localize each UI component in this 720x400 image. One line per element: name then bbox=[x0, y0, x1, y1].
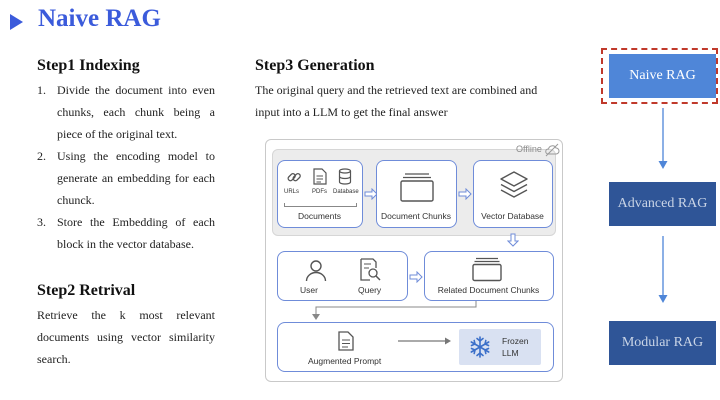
step1-heading: Step1 Indexing bbox=[37, 57, 140, 74]
step1-item-number: 3. bbox=[37, 215, 46, 229]
documents-bracket bbox=[284, 203, 357, 207]
naive-rag-label: Naive RAG bbox=[629, 68, 696, 83]
arrow-right-icon bbox=[409, 271, 423, 283]
arrow-right-icon bbox=[398, 337, 451, 345]
prompt-document-icon bbox=[338, 331, 354, 351]
advanced-rag-box: Advanced RAG bbox=[609, 182, 716, 226]
frozen-llm-label: Frozen LLM bbox=[502, 336, 529, 358]
layers-icon bbox=[500, 171, 528, 198]
step1-item: 1. Divide the document into even chunks, … bbox=[37, 79, 215, 145]
modular-rag-box: Modular RAG bbox=[609, 321, 716, 365]
offline-label: Offline bbox=[516, 144, 542, 154]
rag-diagram: Offline URLs PDFs Database Documents bbox=[265, 139, 563, 382]
step1-item: 2. Using the encoding model to generate a… bbox=[37, 145, 215, 211]
step1-item-text: Store the Embedding of each block in the… bbox=[57, 215, 215, 251]
related-chunks-label: Related Document Chunks bbox=[437, 285, 540, 295]
user-query-box: User Query bbox=[277, 251, 408, 301]
page-title: Naive RAG bbox=[38, 5, 161, 32]
document-chunks-icon bbox=[400, 173, 434, 202]
document-chunks-box: Document Chunks bbox=[376, 160, 457, 228]
step1-item-number: 1. bbox=[37, 83, 46, 97]
user-label: User bbox=[300, 285, 318, 295]
document-chunks-icon bbox=[472, 257, 502, 282]
flow-arrow-down-icon bbox=[658, 108, 668, 169]
augmented-prompt-label: Augmented Prompt bbox=[308, 356, 382, 366]
pdf-file-icon bbox=[313, 168, 327, 185]
step1-item-text: Using the encoding model to generate an … bbox=[57, 149, 215, 207]
related-chunks-box: Related Document Chunks bbox=[424, 251, 554, 301]
vector-database-box: Vector Database bbox=[473, 160, 553, 228]
step2-heading: Step2 Retrival bbox=[37, 282, 136, 299]
arrow-right-icon bbox=[458, 188, 472, 200]
document-chunks-label: Document Chunks bbox=[381, 211, 451, 221]
step3-text: The original query and the retrieved tex… bbox=[255, 83, 538, 119]
augmented-prompt-box: Augmented Prompt Frozen LLM bbox=[277, 322, 554, 372]
pdfs-label: PDFs bbox=[312, 189, 327, 195]
step1-item: 3. Store the Embedding of each block in t… bbox=[37, 211, 215, 255]
bent-arrow-icon bbox=[312, 301, 477, 320]
arrow-right-icon bbox=[364, 188, 378, 200]
documents-label: Documents bbox=[298, 211, 341, 221]
title-arrow-icon bbox=[10, 14, 23, 30]
step3-heading: Step3 Generation bbox=[255, 57, 375, 74]
step2-text: Retrieve the k most relevant documents u… bbox=[37, 308, 215, 366]
naive-rag-box: Naive RAG bbox=[609, 54, 716, 98]
step1-item-number: 2. bbox=[37, 149, 46, 163]
naive-rag-highlight bbox=[601, 48, 718, 104]
frozen-llm-box: Frozen LLM bbox=[459, 329, 541, 365]
modular-rag-label: Modular RAG bbox=[621, 335, 704, 350]
snowflake-icon bbox=[470, 336, 490, 358]
query-label: Query bbox=[358, 285, 382, 295]
arrow-down-icon bbox=[507, 233, 519, 247]
vector-database-label: Vector Database bbox=[481, 211, 544, 221]
user-icon bbox=[305, 260, 327, 282]
urls-label: URLs bbox=[284, 189, 300, 195]
flow-arrow-down-icon bbox=[658, 236, 668, 303]
query-search-icon bbox=[360, 258, 381, 281]
cloud-off-icon bbox=[545, 143, 560, 157]
database-icon bbox=[338, 168, 352, 185]
documents-box: URLs PDFs Database Documents bbox=[277, 160, 363, 228]
step1-list: 1. Divide the document into even chunks, … bbox=[37, 79, 215, 255]
step1-item-text: Divide the document into even chunks, ea… bbox=[57, 83, 215, 141]
link-icon bbox=[287, 173, 301, 182]
advanced-rag-label: Advanced RAG bbox=[617, 196, 708, 211]
database-label: Database bbox=[333, 189, 359, 195]
